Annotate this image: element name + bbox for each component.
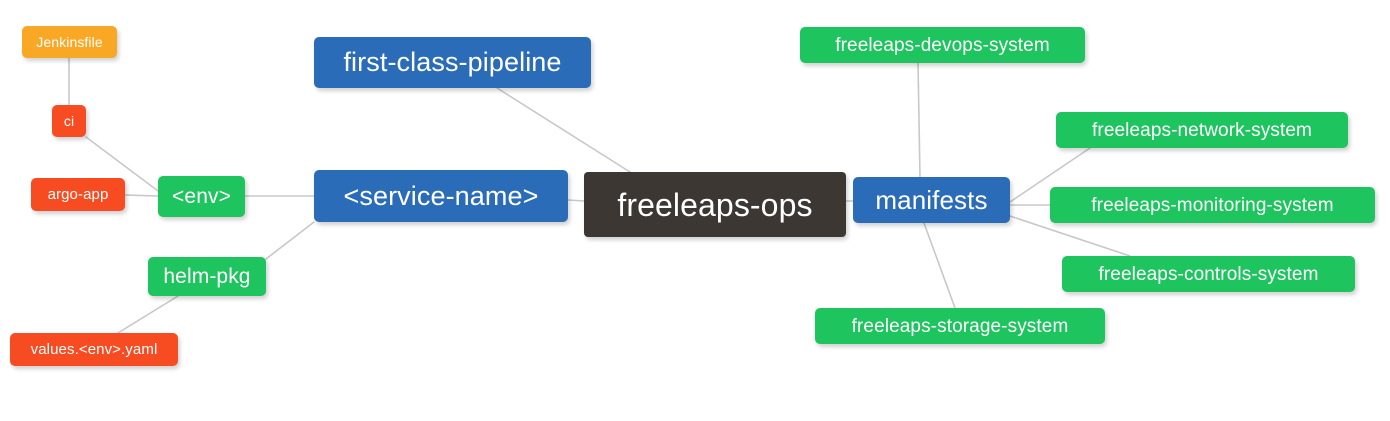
edge-helm-pkg-to-values-env-yaml [117,295,179,334]
mindmap-node-freeleaps-storage-system[interactable]: freeleaps-storage-system [815,308,1105,344]
mindmap-node-freeleaps-monitoring-system[interactable]: freeleaps-monitoring-system [1050,187,1375,223]
edge-service-name-to-helm-pkg [265,221,315,260]
mindmap-node-ci[interactable]: ci [52,105,86,137]
edge-argo-app-to-env [124,194,159,197]
mindmap-node-env[interactable]: <env> [158,176,245,217]
mindmap-node-freeleaps-network-system[interactable]: freeleaps-network-system [1056,112,1348,148]
mindmap-node-service-name[interactable]: <service-name> [314,170,568,222]
mindmap-node-first-class-pipeline[interactable]: first-class-pipeline [314,37,591,88]
mindmap-node-argo-app[interactable]: argo-app [31,178,125,211]
edge-first-class-pipeline-to-freeleaps-ops [496,87,631,173]
mindmap-node-manifests[interactable]: manifests [853,177,1010,223]
edge-service-name-to-freeleaps-ops [567,199,585,202]
mindmap-node-freeleaps-controls-system[interactable]: freeleaps-controls-system [1062,256,1355,292]
mindmap-node-helm-pkg[interactable]: helm-pkg [148,257,266,296]
mindmap-node-jenkinsfile[interactable]: Jenkinsfile [22,26,117,58]
edge-manifests-to-freeleaps-devops-system [917,62,921,178]
mindmap-node-freeleaps-devops-system[interactable]: freeleaps-devops-system [800,27,1085,63]
edge-manifests-to-freeleaps-storage-system [923,222,956,309]
mindmap-node-freeleaps-ops[interactable]: freeleaps-ops [584,172,846,237]
mindmap-node-values-env-yaml[interactable]: values.<env>.yaml [10,333,178,366]
